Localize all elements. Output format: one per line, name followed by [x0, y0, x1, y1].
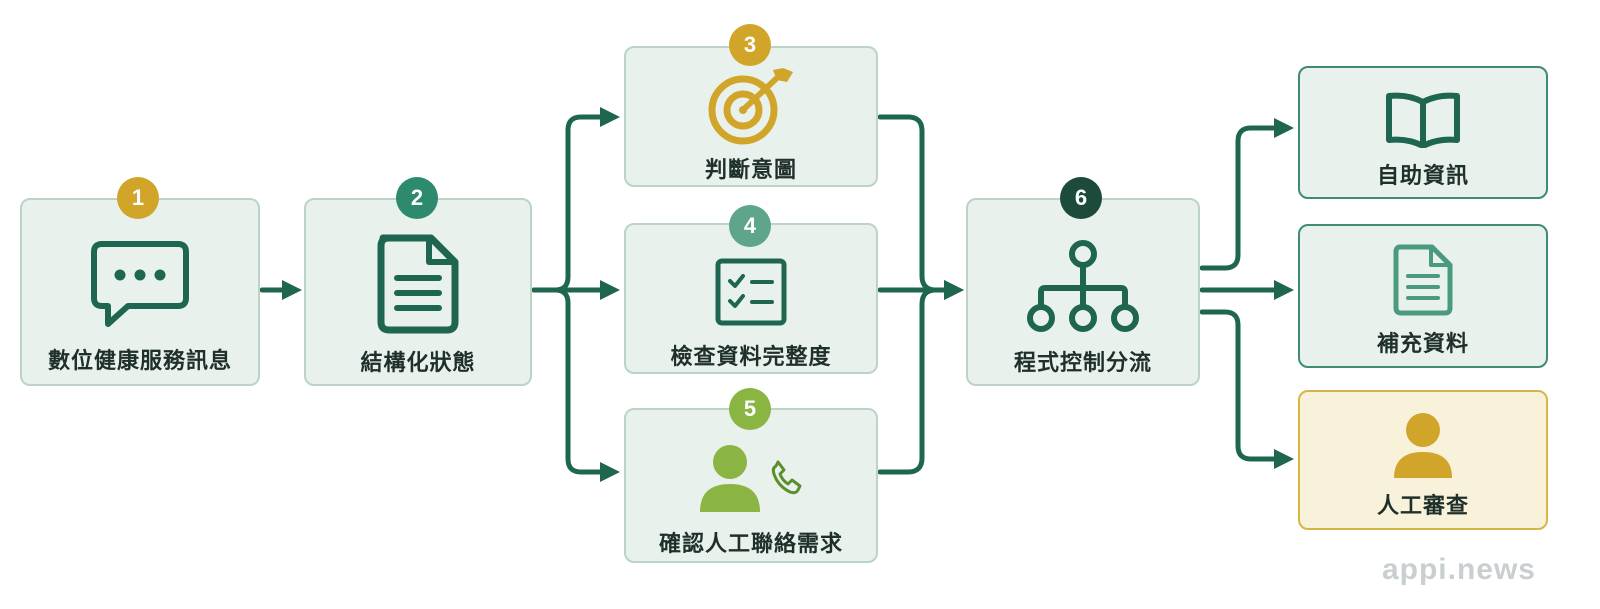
- step-3-badge: 3: [729, 24, 771, 66]
- step-2-label: 結構化狀態: [360, 351, 476, 376]
- step-3-label: 判斷意圖: [704, 158, 797, 183]
- step-2-badge: 2: [396, 177, 438, 219]
- step-1-label: 數位健康服務訊息: [47, 349, 232, 374]
- checklist-icon: [715, 258, 787, 326]
- step-1-card: 數位健康服務訊息: [20, 198, 260, 386]
- person-phone-icon: [700, 445, 802, 512]
- arrow-6-to-review: [1199, 309, 1294, 469]
- step-1-badge: 1: [117, 177, 159, 219]
- step-5-badge: 5: [729, 388, 771, 430]
- arrow-3-to-6: [877, 114, 964, 300]
- step-2-card: 結構化狀態: [304, 198, 532, 386]
- chat-bubble-icon: [91, 241, 189, 327]
- watermark: appi.news: [1381, 553, 1536, 586]
- arrow-2-to-3: [531, 107, 620, 293]
- person-icon: [1394, 413, 1452, 478]
- step-6-label: 程式控制分流: [1013, 351, 1152, 376]
- step-4-badge: 4: [729, 205, 771, 247]
- outcome-human-review-label: 人工審查: [1376, 494, 1469, 519]
- hierarchy-icon: [1027, 240, 1139, 332]
- step-6-badge: 6: [1060, 177, 1102, 219]
- outcome-supplement-label: 補充資料: [1376, 332, 1469, 357]
- arrow-5-to-6: [877, 287, 939, 475]
- step-4-label: 檢查資料完整度: [670, 345, 832, 370]
- outcome-self-help-card: 自助資訊: [1298, 66, 1548, 199]
- open-book-icon: [1386, 92, 1460, 148]
- target-icon: [708, 68, 793, 145]
- step-3-card: 判斷意圖: [624, 46, 878, 187]
- document-icon: [1393, 244, 1453, 316]
- step-5-label: 確認人工聯絡需求: [658, 532, 843, 557]
- document-icon: [377, 234, 459, 334]
- outcome-human-review-card: 人工審查: [1298, 390, 1548, 530]
- outcome-supplement-card: 補充資料: [1298, 224, 1548, 368]
- outcome-self-help-label: 自助資訊: [1376, 164, 1469, 189]
- step-5-card: 確認人工聯絡需求: [624, 408, 878, 563]
- arrow-6-to-self-help: [1199, 118, 1294, 271]
- step-6-card: 程式控制分流: [966, 198, 1200, 386]
- arrow-2-to-5: [531, 287, 620, 482]
